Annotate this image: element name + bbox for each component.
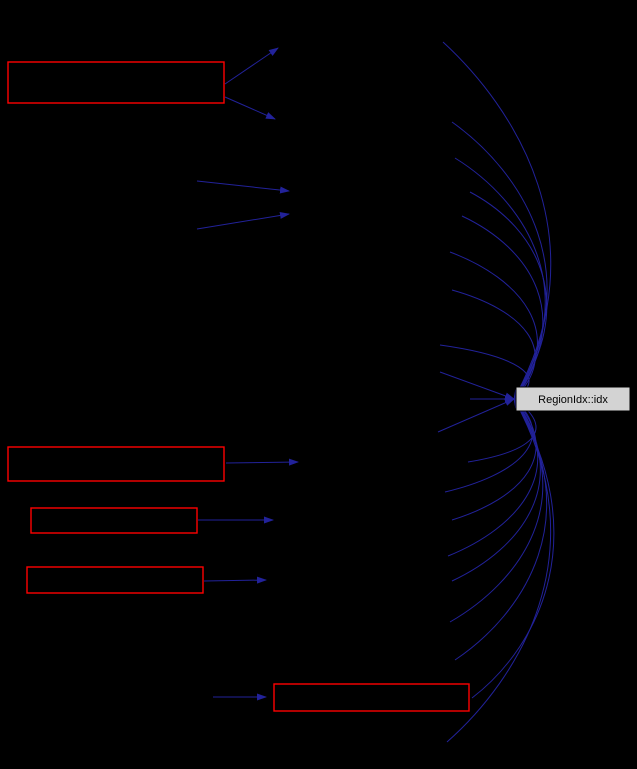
caller-edge-19 bbox=[471, 398, 555, 699]
edge-layer bbox=[196, 41, 555, 743]
caller-edge-16 bbox=[451, 398, 541, 582]
current-node-box bbox=[515, 386, 631, 412]
caller-edge-13 bbox=[444, 398, 534, 493]
caller-edge-5 bbox=[461, 215, 544, 400]
caller-edge-9 bbox=[439, 371, 515, 400]
caller-node-box-1[interactable] bbox=[7, 61, 225, 104]
caller-node-box-2[interactable] bbox=[7, 446, 225, 482]
caller-edge-14 bbox=[451, 398, 537, 521]
caller-edge-6 bbox=[449, 251, 538, 400]
caller-node-box-4[interactable] bbox=[26, 566, 204, 594]
caller-node-box-5[interactable] bbox=[273, 683, 470, 712]
current-node-label: RegionIdx::idx bbox=[538, 394, 608, 406]
caller-edge-20 bbox=[446, 398, 552, 743]
caller-edge-1 bbox=[442, 41, 552, 400]
caller-edge-3 bbox=[454, 157, 546, 400]
caller-edge-17 bbox=[449, 398, 544, 623]
link-arrow-4 bbox=[196, 211, 290, 230]
caller-node-box-3[interactable] bbox=[30, 507, 198, 534]
link-arrow-5 bbox=[225, 458, 299, 466]
caller-edge-4 bbox=[469, 191, 548, 400]
current-node: RegionIdx::idx bbox=[515, 386, 631, 412]
caller-edge-2 bbox=[451, 121, 548, 400]
link-arrow-7 bbox=[203, 576, 267, 584]
link-arrow-1 bbox=[224, 47, 279, 85]
link-arrow-3 bbox=[196, 180, 290, 194]
caller-edge-11 bbox=[437, 398, 515, 433]
link-arrow-2 bbox=[224, 96, 276, 120]
caller-node-layer bbox=[7, 61, 470, 712]
caller-edge-7 bbox=[451, 289, 536, 400]
